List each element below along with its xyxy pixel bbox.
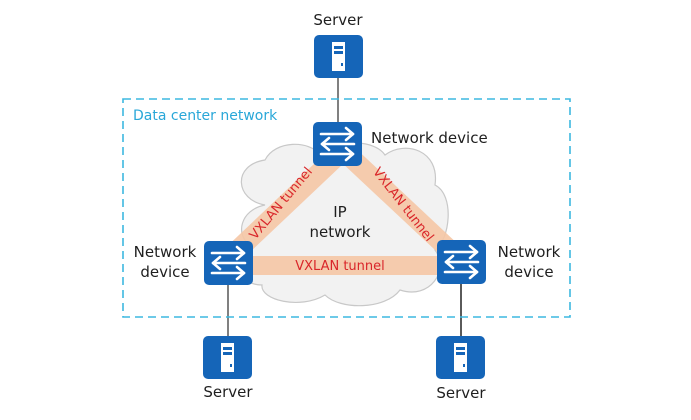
switch-icon	[311, 120, 364, 168]
ip-network-label-1: IP	[333, 203, 346, 221]
ip-network-label-2: network	[310, 223, 371, 241]
svg-text:VXLAN tunnel: VXLAN tunnel	[295, 259, 385, 274]
server-left-label: Server	[203, 383, 253, 401]
device-top-label: Network device	[371, 129, 488, 147]
device-left-label-1: Network	[134, 243, 197, 261]
device-right-label-2: device	[504, 263, 553, 281]
data-center-label: Data center network	[133, 108, 278, 124]
data-center-container	[122, 98, 571, 318]
device-right-label-1: Network	[498, 243, 561, 261]
switch-icon	[435, 238, 488, 286]
server-top-label: Server	[313, 11, 363, 29]
vxlan-tunnel-bottom: VXLAN tunnel	[240, 256, 450, 275]
server-right-label: Server	[436, 384, 486, 402]
server-icon	[436, 336, 485, 379]
switch-icon	[202, 239, 255, 287]
server-icon	[314, 35, 363, 78]
server-icon	[203, 336, 252, 379]
device-left-label-2: device	[140, 263, 189, 281]
